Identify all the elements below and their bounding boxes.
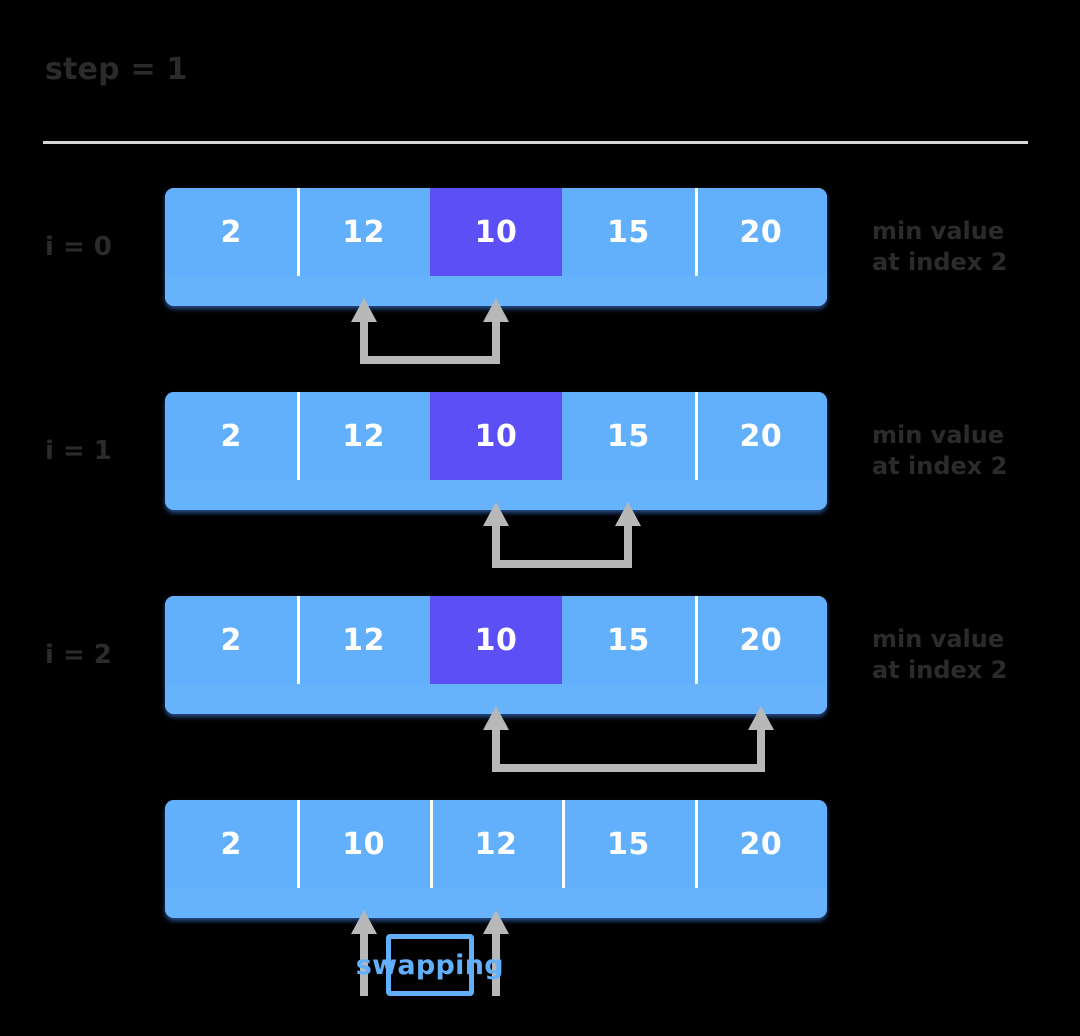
row-note: min value at index 2 xyxy=(872,625,1008,684)
comparison-connector xyxy=(350,298,509,364)
array-cell[interactable]: 12 xyxy=(297,392,430,480)
array-cell[interactable]: 15 xyxy=(562,392,695,480)
array-cell[interactable]: 20 xyxy=(694,392,827,480)
arrowhead-up-icon xyxy=(350,910,377,934)
arrowhead-up-icon xyxy=(483,502,509,526)
array-cell[interactable]: 15 xyxy=(562,596,695,684)
swapping-badge: swapping xyxy=(356,934,504,996)
array-cell[interactable]: 10 xyxy=(297,800,430,888)
connector-leg-left xyxy=(492,728,500,772)
arrowhead-up-icon xyxy=(483,706,509,730)
array-cell-highlighted[interactable]: 10 xyxy=(429,188,563,276)
array-cell-highlighted[interactable]: 10 xyxy=(429,596,563,684)
connector-bar xyxy=(492,560,633,568)
array-cell-highlighted[interactable]: 10 xyxy=(429,392,563,480)
array-cell[interactable]: 20 xyxy=(694,188,827,276)
connector-bar xyxy=(359,356,500,364)
array-cell[interactable]: 15 xyxy=(562,800,695,888)
step-label: step = 1 xyxy=(45,52,188,87)
array-cell[interactable]: 20 xyxy=(694,596,827,684)
array-cell[interactable]: 2 xyxy=(165,596,298,684)
comparison-connector xyxy=(483,502,642,568)
row-index-label: i = 2 xyxy=(45,640,112,670)
array-cell[interactable]: 2 xyxy=(165,188,298,276)
arrowhead-up-icon xyxy=(350,298,377,322)
arrowhead-up-icon xyxy=(483,910,509,934)
connector-leg-right xyxy=(491,320,500,364)
swap-arrow-left xyxy=(350,910,377,996)
array-cell[interactable]: 12 xyxy=(429,800,563,888)
connector-bar xyxy=(492,764,765,772)
array-cell[interactable]: 15 xyxy=(562,188,695,276)
header-divider xyxy=(43,141,1028,144)
array-cell[interactable]: 2 xyxy=(165,392,298,480)
connector-leg-left xyxy=(359,320,368,364)
array-cell[interactable]: 12 xyxy=(297,188,430,276)
row-index-label: i = 1 xyxy=(45,436,112,466)
arrowhead-up-icon xyxy=(615,502,642,526)
connector-leg-right xyxy=(756,728,765,772)
row-note: min value at index 2 xyxy=(872,217,1008,276)
array-cell[interactable]: 20 xyxy=(694,800,827,888)
row-index-label: i = 0 xyxy=(45,232,112,262)
connector-leg-right xyxy=(624,524,633,568)
connector-leg-left xyxy=(492,524,500,568)
arrowhead-up-icon xyxy=(482,298,509,322)
swap-arrow-right xyxy=(483,910,509,996)
comparison-connector xyxy=(483,706,774,772)
array-cell[interactable]: 2 xyxy=(165,800,298,888)
arrowhead-up-icon xyxy=(747,706,774,730)
row-note: min value at index 2 xyxy=(872,421,1008,480)
array-cell[interactable]: 12 xyxy=(297,596,430,684)
